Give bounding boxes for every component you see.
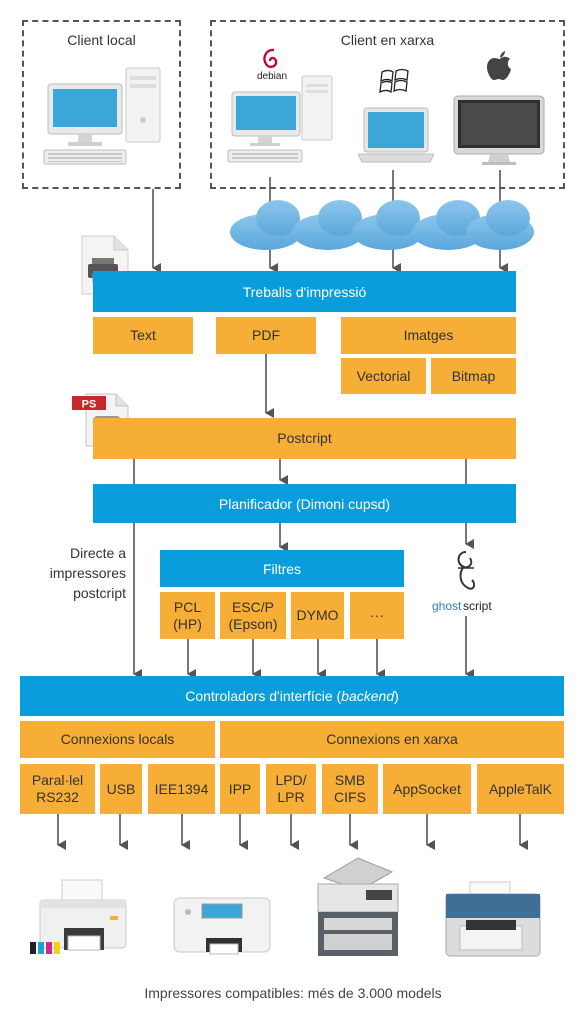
- format-images: Imatges: [341, 317, 516, 354]
- direct-printers-note: Directe a impressores postcript: [49, 545, 126, 601]
- desktop-computer-icon: [43, 67, 161, 165]
- ghostscript-prefix: ghost: [432, 599, 462, 613]
- debian-logo-icon: debian: [257, 48, 287, 82]
- compatible-printers-caption: Impressores compatibles: més de 3.000 mo…: [144, 985, 442, 1001]
- format-text: Text: [93, 317, 193, 354]
- debian-computer-icon: [227, 75, 333, 163]
- filter-escp: ESC/P (Epson): [220, 592, 286, 639]
- backend-box: Controladors d'interfície (backend): [20, 676, 564, 716]
- network-connections-box: Connexions en xarxa: [220, 721, 564, 758]
- port-appsocket: AppSocket: [383, 764, 471, 814]
- filter-more: ···: [350, 592, 404, 639]
- client-local-label: Client local: [67, 32, 136, 48]
- format-bitmap: Bitmap: [431, 358, 516, 394]
- postscript-box: Postcript: [93, 418, 516, 459]
- windows-logo-icon: [379, 68, 409, 94]
- client-network-box: Client en xarxa: [210, 20, 565, 189]
- port-lpd: LPD/ LPR: [266, 764, 316, 814]
- local-connections-box: Connexions locals: [20, 721, 215, 758]
- laser-printer-icon: [445, 881, 541, 957]
- apple-logo-icon: [487, 51, 511, 80]
- port-ieee1394: IEE1394: [148, 764, 215, 814]
- client-network-label: Client en xarxa: [340, 32, 435, 48]
- format-pdf: PDF: [216, 317, 316, 354]
- port-smb: SMB CIFS: [322, 764, 378, 814]
- port-usb: USB: [100, 764, 142, 814]
- ps-badge-text: PS: [82, 399, 97, 411]
- multifunction-printer-icon: [317, 857, 399, 956]
- filter-dymo: DYMO: [291, 592, 344, 639]
- photo-printer-icon: [173, 897, 271, 955]
- windows-laptop-icon: [358, 107, 434, 163]
- port-ipp: IPP: [220, 764, 260, 814]
- port-appletalk: AppleTalK: [477, 764, 564, 814]
- inkjet-printer-icon: [30, 879, 127, 954]
- ghostscript-suffix: script: [463, 599, 492, 613]
- scheduler-box: Planificador (Dimoni cupsd): [93, 484, 516, 523]
- network-cloud-icon: [230, 200, 534, 250]
- print-jobs-box: Treballs d'impressió: [93, 271, 516, 312]
- client-local-box: Client local: [22, 20, 181, 189]
- port-parallel: Paral·lel RS232: [20, 764, 95, 814]
- ghostscript-logo-icon: ghost script: [432, 551, 492, 613]
- filters-box: Filtres: [160, 550, 404, 587]
- apple-imac-icon: [453, 95, 545, 165]
- format-vector: Vectorial: [341, 358, 426, 394]
- filter-pcl: PCL (HP): [160, 592, 215, 639]
- debian-logo-text: debian: [257, 71, 287, 82]
